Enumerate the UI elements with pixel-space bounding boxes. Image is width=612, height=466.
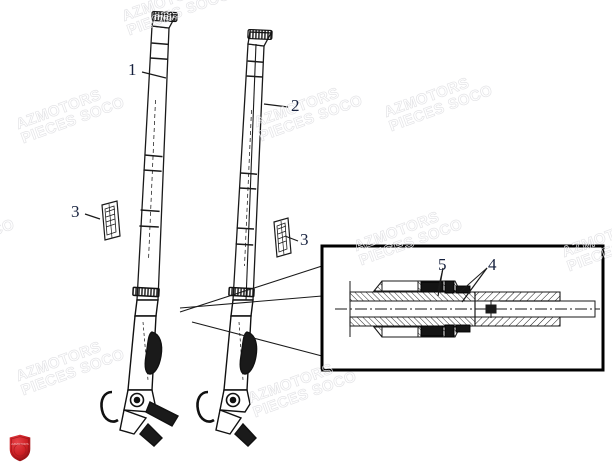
brand-shield-logo: AZMOTORS	[8, 433, 32, 463]
callout-leader-lines	[84, 71, 488, 303]
left-fork-lower-leg	[100, 286, 179, 447]
left-fork-tube	[136, 10, 178, 301]
callout-3a: 3	[71, 202, 80, 221]
callout-5: 5	[438, 255, 447, 274]
callout-3b: 3	[300, 230, 309, 249]
fork-seal-detail-inset	[320, 244, 605, 372]
detail-leader-lines	[179, 265, 323, 357]
svg-text:AZMOTORS: AZMOTORS	[11, 442, 28, 446]
callout-2: 2	[291, 96, 300, 115]
callout-4: 4	[488, 255, 497, 274]
right-fork-tube	[232, 28, 273, 301]
right-fork-lower-leg	[196, 286, 258, 447]
callout-1: 1	[128, 60, 137, 79]
fork-clamp-bracket-right	[273, 217, 292, 258]
fork-clamp-bracket-left	[101, 200, 121, 241]
